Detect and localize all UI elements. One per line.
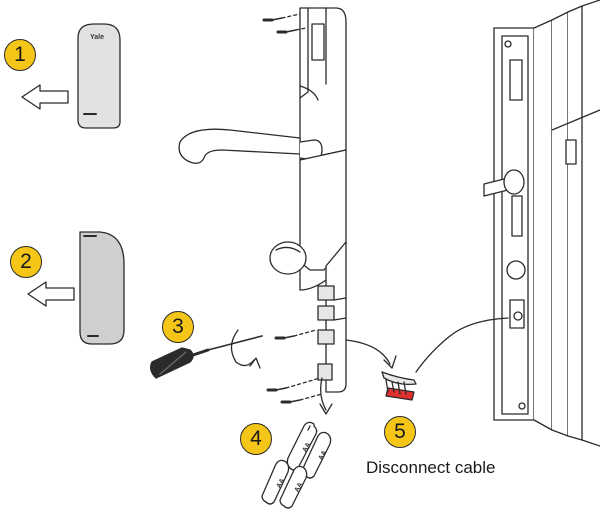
lower-plate [300,150,346,392]
screwdriver-icon [151,336,262,378]
screw-icon [282,400,300,402]
mortice-lock [502,36,528,414]
arrow-left-icon [22,85,68,109]
cable-connector [382,372,416,400]
step-badge-4: 4 [240,423,272,455]
rotate-arrow-icon [231,330,260,368]
thumb-turn-knob [270,242,306,274]
step-badge-3: 3 [162,311,194,343]
disconnect-cable-caption: Disconnect cable [366,458,495,478]
handle-plate [300,8,346,160]
step-badge-1: 1 [4,39,36,71]
cable [346,318,508,372]
step-badge-5: 5 [384,416,416,448]
screw-icon [264,18,282,20]
screw-icon [268,388,286,390]
strike-plate [566,140,576,164]
screw-icon [276,336,294,338]
step-badge-2: 2 [10,246,42,278]
yale-logo: Yale [90,34,104,41]
arrow-left-icon [28,282,74,306]
screw-icon [278,30,296,32]
module-cover-back [80,232,124,344]
